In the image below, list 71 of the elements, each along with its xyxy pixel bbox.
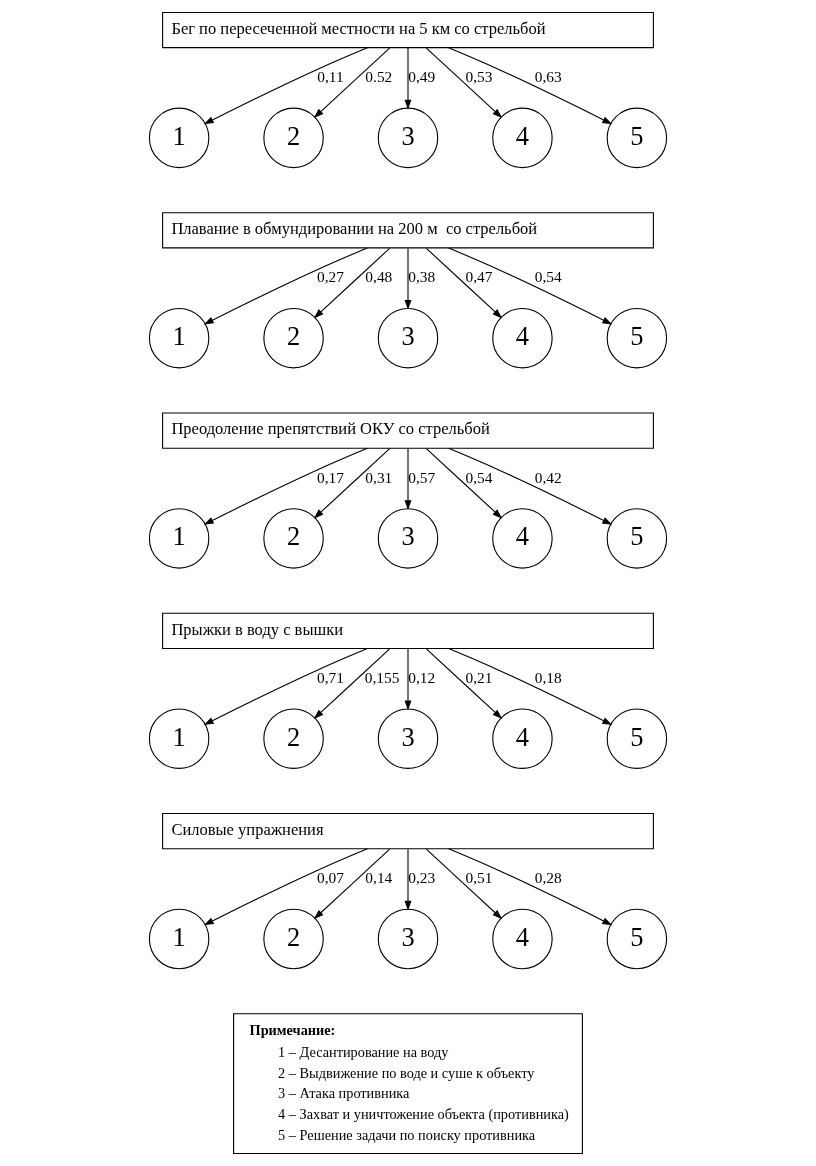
edge-label: 0,23 bbox=[408, 869, 436, 887]
node-box: Плавание в обмундировании на 200 м со стрельбой bbox=[162, 212, 654, 249]
node-circle: 5 bbox=[606, 508, 668, 569]
arrow bbox=[425, 448, 503, 519]
arrow bbox=[404, 648, 412, 711]
node-circle: 1 bbox=[148, 307, 210, 369]
arrow bbox=[313, 648, 391, 719]
edge-label: 0,53 bbox=[465, 67, 493, 85]
node-circle: 1 bbox=[148, 708, 210, 769]
arrow bbox=[313, 448, 391, 519]
arrow bbox=[404, 247, 412, 310]
arrow bbox=[448, 47, 613, 125]
arrow bbox=[448, 247, 613, 325]
arrow bbox=[203, 47, 368, 125]
edge-label: 0,63 bbox=[534, 67, 562, 85]
arrow bbox=[448, 848, 613, 926]
arrow bbox=[425, 47, 503, 119]
node-circle: 5 bbox=[606, 908, 668, 970]
arrow bbox=[203, 848, 368, 926]
edge-label: 0,47 bbox=[465, 268, 493, 286]
node-circle: 5 bbox=[606, 708, 668, 769]
arrow bbox=[425, 648, 503, 719]
arrow bbox=[448, 648, 613, 726]
arrow bbox=[404, 448, 412, 511]
node-box: Примечание: 1 – Десантирование на воду 2 – Выдвижение по воде и суше к объекту 3 – Атака противника 4 – Захват и уничтожение объекта (противника) 5 – Решение задачи по поиску противника bbox=[233, 1013, 583, 1155]
edge-label: 0,12 bbox=[408, 668, 436, 686]
edge-label: 0.52 bbox=[365, 67, 393, 85]
arrow bbox=[203, 247, 368, 325]
edge-label: 0,14 bbox=[365, 869, 393, 887]
arrow bbox=[313, 247, 391, 319]
node-circle: 3 bbox=[377, 708, 439, 769]
edge-label: 0,27 bbox=[316, 268, 344, 286]
arrow bbox=[425, 247, 503, 319]
node-circle: 5 bbox=[606, 307, 668, 369]
arrow bbox=[404, 848, 412, 911]
edge-label: 0,71 bbox=[316, 668, 344, 686]
node-circle: 3 bbox=[377, 508, 439, 569]
edge-label: 0,21 bbox=[465, 668, 493, 686]
edge-label: 0,49 bbox=[408, 67, 436, 85]
node-circle: 3 bbox=[377, 908, 439, 970]
node-circle: 1 bbox=[148, 908, 210, 970]
edge-label: 0,07 bbox=[316, 869, 344, 887]
arrow bbox=[404, 47, 412, 110]
edge-label: 0,51 bbox=[465, 869, 493, 887]
node-circle: 3 bbox=[377, 107, 439, 169]
edge-label: 0,54 bbox=[465, 468, 493, 486]
arrow bbox=[425, 848, 503, 920]
edge-label: 0,42 bbox=[534, 468, 562, 486]
arrow bbox=[203, 648, 368, 726]
arrow bbox=[203, 447, 368, 525]
edge-label: 0,17 bbox=[316, 468, 344, 486]
node-box: Бег по пересеченной местности на 5 км со стрельбой bbox=[162, 11, 654, 49]
node-circle: 1 bbox=[148, 508, 210, 569]
node-circle: 1 bbox=[148, 107, 210, 169]
node-circle: 3 bbox=[377, 307, 439, 369]
arrow bbox=[448, 447, 613, 525]
edge-label: 0,18 bbox=[534, 668, 562, 686]
edge-label: 0,38 bbox=[408, 268, 436, 286]
node-box: Силовые упражнения bbox=[162, 813, 654, 850]
node-box: Прыжки в воду с вышки bbox=[162, 612, 654, 649]
edge-label: 0,155 bbox=[364, 668, 400, 686]
edge-label: 0,11 bbox=[317, 67, 344, 85]
edge-label: 0,48 bbox=[365, 268, 393, 286]
edge-label: 0,57 bbox=[408, 468, 436, 486]
edge-label: 0,28 bbox=[534, 869, 562, 887]
arrow bbox=[313, 47, 391, 119]
arrow bbox=[313, 848, 391, 920]
node-circle: 5 bbox=[606, 107, 668, 169]
edge-label: 0,31 bbox=[365, 468, 393, 486]
node-box: Преодоление препятствий ОКУ со стрельбой bbox=[162, 412, 654, 449]
edge-label: 0,54 bbox=[534, 268, 562, 286]
